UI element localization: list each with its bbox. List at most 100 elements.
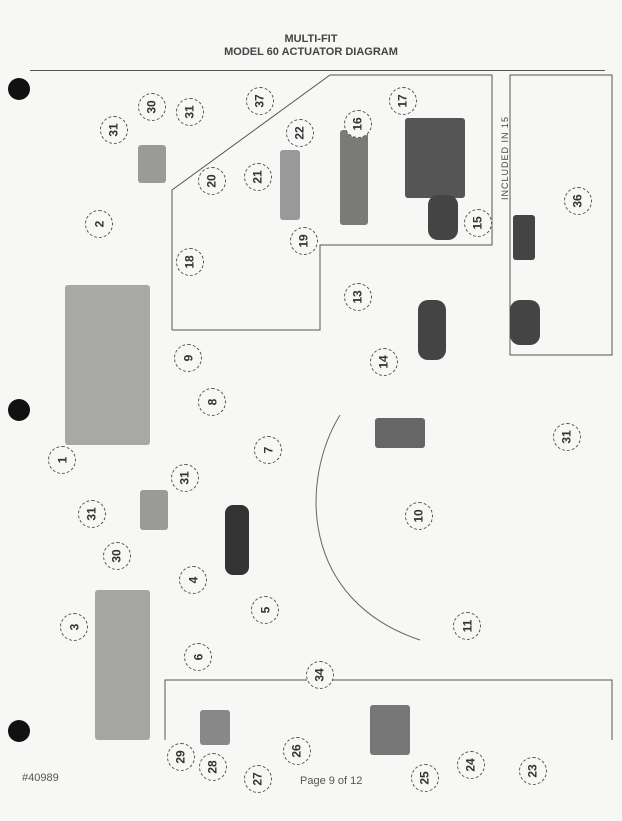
- callout-7: 7: [254, 436, 282, 464]
- callout-number: 26: [289, 744, 304, 758]
- housing-clip-bottom: [140, 490, 168, 530]
- housing-clip-top: [138, 145, 166, 183]
- callout-30: 30: [138, 93, 166, 121]
- lever: [375, 418, 425, 448]
- diagram-title-line1: MULTI-FIT: [284, 33, 338, 45]
- bracket: [95, 590, 150, 740]
- callout-number: 3: [67, 623, 81, 631]
- callout-number: 28: [205, 760, 220, 774]
- callout-number: 7: [261, 446, 275, 454]
- callout-31: 31: [176, 98, 204, 126]
- included-note: INCLUDED IN 15: [500, 115, 510, 200]
- callout-28: 28: [199, 753, 227, 781]
- callout-27: 27: [244, 765, 272, 793]
- doc-number: #40989: [22, 772, 59, 784]
- spring-boot: [418, 300, 446, 360]
- callout-number: 31: [106, 123, 121, 137]
- plunger: [225, 505, 249, 575]
- callout-number: 18: [182, 255, 197, 269]
- punch-hole: [8, 78, 30, 100]
- callout-34: 34: [306, 661, 334, 689]
- callout-number: 14: [376, 355, 391, 369]
- callout-number: 25: [417, 771, 432, 785]
- callout-4: 4: [179, 566, 207, 594]
- callout-number: 19: [296, 234, 311, 248]
- callout-number: 15: [470, 216, 485, 230]
- callout-9: 9: [174, 344, 202, 372]
- callout-number: 11: [460, 619, 474, 633]
- callout-14: 14: [370, 348, 398, 376]
- callout-3: 3: [60, 613, 88, 641]
- callout-37: 37: [246, 87, 274, 115]
- callout-17: 17: [389, 87, 417, 115]
- callout-number: 9: [181, 354, 195, 362]
- callout-20: 20: [198, 167, 226, 195]
- callout-1: 1: [48, 446, 76, 474]
- callout-number: 31: [177, 471, 192, 485]
- callout-25: 25: [411, 764, 439, 792]
- callout-29: 29: [167, 743, 195, 771]
- callout-number: 2: [92, 220, 106, 228]
- callout-23: 23: [519, 757, 547, 785]
- callout-number: 1: [55, 456, 69, 464]
- kit-sleeve: [513, 215, 535, 260]
- boot: [428, 195, 458, 240]
- callout-number: 29: [173, 750, 188, 764]
- callout-11: 11: [453, 612, 481, 640]
- callout-number: 20: [204, 174, 219, 188]
- callout-31: 31: [78, 500, 106, 528]
- callout-number: 31: [182, 105, 197, 119]
- callout-number: 30: [144, 100, 159, 114]
- punch-hole: [8, 399, 30, 421]
- callout-2: 2: [85, 210, 113, 238]
- header-rule: [30, 70, 605, 71]
- callout-number: 22: [292, 126, 307, 140]
- callout-number: 8: [205, 398, 219, 406]
- callout-19: 19: [290, 227, 318, 255]
- page-number: Page 9 of 12: [300, 775, 363, 787]
- callout-number: 23: [525, 764, 540, 778]
- callout-number: 34: [312, 668, 327, 682]
- callout-number: 31: [84, 507, 99, 521]
- callout-21: 21: [244, 163, 272, 191]
- callout-number: 5: [258, 606, 272, 614]
- callout-6: 6: [184, 643, 212, 671]
- callout-number: 21: [250, 170, 265, 184]
- seal-plate: [340, 130, 368, 225]
- callout-number: 36: [570, 194, 585, 208]
- callout-number: 10: [411, 509, 426, 523]
- callout-number: 30: [109, 549, 124, 563]
- callout-number: 31: [559, 430, 574, 444]
- callout-31: 31: [171, 464, 199, 492]
- callout-10: 10: [405, 502, 433, 530]
- callout-number: 4: [186, 576, 200, 584]
- callout-18: 18: [176, 248, 204, 276]
- punch-hole: [8, 720, 30, 742]
- gasket: [280, 150, 300, 220]
- kit-boot: [510, 300, 540, 345]
- diagram-title-line2: MODEL 60 ACTUATOR DIAGRAM: [224, 46, 398, 58]
- callout-16: 16: [344, 110, 372, 138]
- callout-15: 15: [464, 209, 492, 237]
- callout-31: 31: [100, 116, 128, 144]
- callout-number: 37: [252, 94, 267, 108]
- callout-30: 30: [103, 542, 131, 570]
- callout-13: 13: [344, 283, 372, 311]
- callout-8: 8: [198, 388, 226, 416]
- callout-26: 26: [283, 737, 311, 765]
- callout-number: 17: [395, 94, 410, 108]
- actuator-solenoid: [405, 118, 465, 198]
- callout-24: 24: [457, 751, 485, 779]
- callout-31: 31: [553, 423, 581, 451]
- callout-number: 27: [250, 772, 265, 786]
- mounting-plate: [65, 285, 150, 445]
- callout-number: 24: [463, 758, 478, 772]
- callout-number: 16: [350, 117, 365, 131]
- callout-number: 13: [350, 290, 365, 304]
- callout-22: 22: [286, 119, 314, 147]
- callout-number: 6: [191, 653, 205, 661]
- callout-36: 36: [564, 187, 592, 215]
- bushing: [200, 710, 230, 745]
- yoke: [370, 705, 410, 755]
